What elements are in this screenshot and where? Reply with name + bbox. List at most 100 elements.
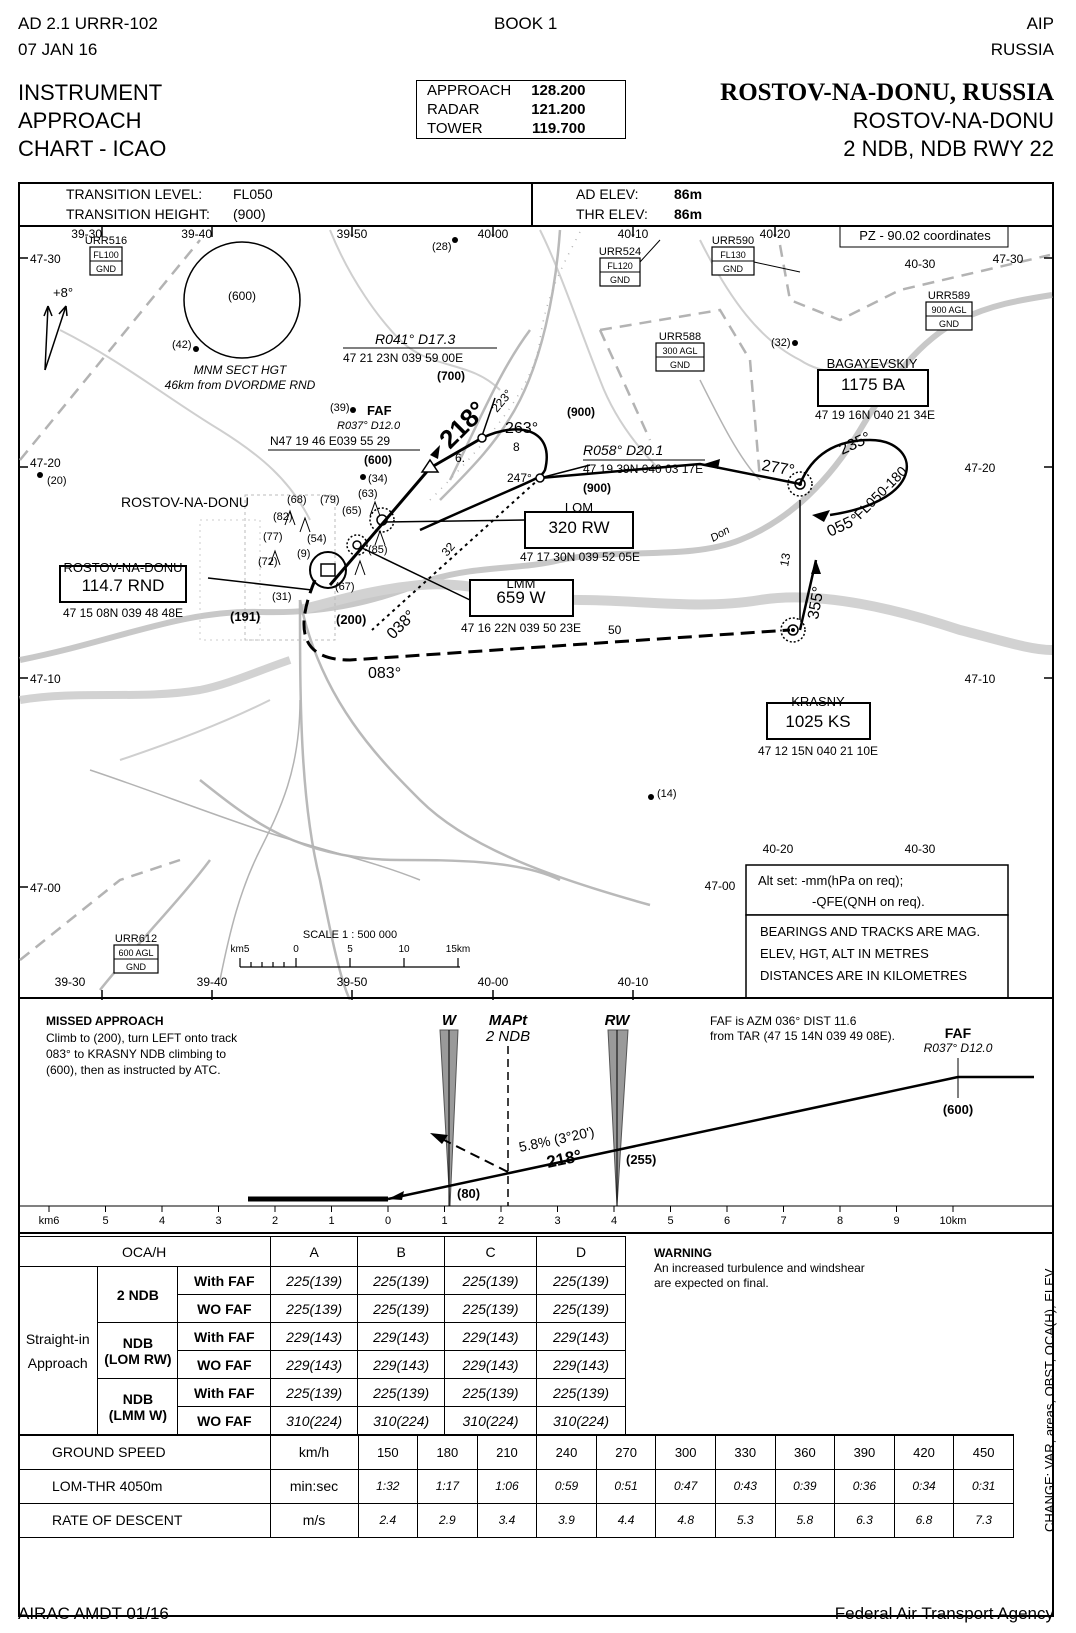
speed-cell: 210 [476, 1434, 538, 1470]
speed-row-label: LOM-THR 4050m [18, 1468, 271, 1504]
svg-text:40-30: 40-30 [905, 257, 936, 271]
fix-r058 [535, 473, 545, 483]
distance-scale-label: 6 [724, 1215, 730, 1227]
distance-scale-label: 1 [328, 1215, 334, 1227]
svg-text:6.: 6. [455, 451, 465, 465]
svg-text:47 16 22N 039 50 23E: 47 16 22N 039 50 23E [461, 621, 581, 635]
svg-text:5: 5 [347, 944, 353, 955]
svg-text:900 AGL: 900 AGL [931, 305, 966, 315]
speed-cell: 0:36 [834, 1468, 895, 1504]
svg-text:39-50: 39-50 [337, 975, 368, 989]
obstacle-symbols [269, 500, 386, 576]
alt-set-note: Alt set: -mm(hPa on req); [758, 873, 903, 888]
speed-row-label: RATE OF DESCENT [18, 1502, 271, 1538]
distance-scale-label: 10km [940, 1215, 967, 1227]
speed-cell: 390 [834, 1434, 895, 1470]
svg-text:47 12 15N 040 21 10E: 47 12 15N 040 21 10E [758, 744, 878, 758]
transition-height-label: TRANSITION HEIGHT: [66, 206, 210, 222]
speed-cell: 6.8 [893, 1502, 955, 1538]
marker-w-label: W [442, 1012, 458, 1029]
svg-text:FL100: FL100 [93, 250, 119, 260]
obstacle-dots [37, 237, 798, 800]
svg-text:GND: GND [126, 962, 147, 972]
thr-elev-value: 86m [674, 206, 703, 222]
svg-text:47-20: 47-20 [30, 456, 61, 470]
ndb-lmm [346, 534, 368, 556]
svg-text:(255): (255) [626, 1152, 656, 1167]
svg-text:083° to KRASNY NDB climbing to: 083° to KRASNY NDB climbing to [46, 1047, 226, 1061]
svg-text:URR516: URR516 [85, 235, 127, 247]
svg-text:(9): (9) [297, 548, 310, 560]
svg-text:10: 10 [398, 944, 410, 955]
altitude-200: (200) [336, 612, 366, 627]
svg-text:(28): (28) [432, 241, 452, 253]
speed-cell: 5.8 [774, 1502, 836, 1538]
altitude-191: (191) [230, 609, 260, 624]
obstacle-labels: (28) (42) (32) (39) (34) (20) (68) (79) … [47, 241, 791, 800]
lmm-ident: 659 W [496, 588, 545, 607]
speed-cell: 150 [357, 1434, 419, 1470]
pz-note: PZ - 90.02 coordinates [859, 228, 991, 243]
airport-title: ROSTOV-NA-DONU, RUSSIA ROSTOV-NA-DONU 2 … [720, 79, 1054, 161]
svg-text:47 17 30N 039 52 05E: 47 17 30N 039 52 05E [520, 550, 640, 564]
cat-c: C [444, 1236, 538, 1267]
svg-text:47 19 39N 040 03 17E: 47 19 39N 040 03 17E [583, 462, 703, 476]
warning-note: WARNING An increased turbulence and wind… [654, 1246, 865, 1290]
speed-cell: 3.4 [476, 1502, 538, 1538]
svg-text:8: 8 [513, 440, 520, 454]
svg-text:URR588: URR588 [659, 331, 701, 343]
vor-rnd [309, 551, 347, 589]
svg-text:247°: 247° [507, 471, 532, 485]
speed-cell: 330 [714, 1434, 776, 1470]
ad-elev-value: 86m [674, 186, 703, 202]
speed-cell: 7.3 [953, 1502, 1014, 1538]
grid-label: 39-30 [71, 227, 102, 241]
svg-text:(72): (72) [258, 556, 278, 568]
fix-r058-radial: R058° D20.1 [583, 442, 663, 458]
missed-approach-title: MISSED APPROACH [46, 1014, 164, 1028]
speed-cell: 1:17 [417, 1468, 478, 1504]
svg-text:47-20: 47-20 [965, 461, 996, 475]
marker-rw-beam [607, 1029, 629, 1207]
svg-text:40-10: 40-10 [618, 975, 649, 989]
svg-text:(34): (34) [368, 473, 388, 485]
svg-text:355°: 355° [805, 585, 827, 621]
mapt-label: MAPt [489, 1012, 528, 1029]
navaid-boxes [59, 227, 1009, 740]
aip-label: AIP [1026, 14, 1054, 33]
distance-scale-label: 9 [893, 1215, 899, 1227]
distance-scale-label: 2 [498, 1215, 504, 1227]
svg-text:(63): (63) [358, 488, 378, 500]
scale-title: SCALE 1 : 500 000 [303, 929, 397, 941]
group-name: NDB(LOM RW) [97, 1322, 179, 1379]
faf-note: FAF is AZM 036° DIST 11.6 [710, 1014, 857, 1028]
distance-scale-ticks [48, 1206, 954, 1212]
speed-cell: 5.3 [714, 1502, 776, 1538]
speed-cell: 0:34 [893, 1468, 955, 1504]
descent-path [387, 1075, 959, 1201]
svg-text:40-00: 40-00 [478, 227, 509, 241]
svg-text:N47 19 46 E039 55 29: N47 19 46 E039 55 29 [270, 434, 390, 448]
bagayevskiy-ident: 1175 BA [841, 375, 906, 394]
svg-text:277°: 277° [760, 457, 796, 479]
fix-r041-radial: R041° D17.3 [375, 331, 456, 347]
svg-text:39-50: 39-50 [337, 227, 368, 241]
svg-text:40-20: 40-20 [763, 842, 794, 856]
svg-text:(600): (600) [364, 453, 392, 467]
group-name: 2 NDB [97, 1266, 179, 1323]
speed-cell: 360 [774, 1434, 836, 1470]
svg-text:47-10: 47-10 [30, 672, 61, 686]
doc-date: 07 JAN 16 [18, 40, 98, 59]
book-label: BOOK 1 [494, 14, 558, 33]
speed-cell: 0:31 [953, 1468, 1014, 1504]
svg-text:(600): (600) [943, 1102, 973, 1117]
svg-text:R037° D12.0: R037° D12.0 [924, 1041, 993, 1055]
svg-text:47-00: 47-00 [30, 881, 61, 895]
doc-reference: AD 2.1 URRR-102 [18, 14, 158, 33]
